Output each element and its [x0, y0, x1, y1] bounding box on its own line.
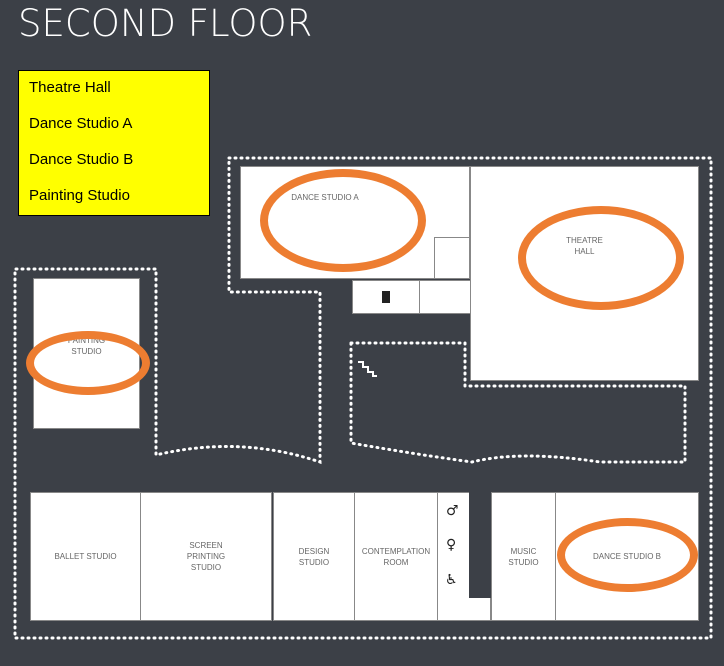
room-contemplation-room[interactable]: CONTEMPLATION ROOM [354, 492, 438, 621]
legend-item: Theatre Hall [29, 79, 111, 96]
highlight-dance-studio-a [260, 169, 426, 272]
highlight-dance-studio-b [557, 518, 698, 592]
legend-item: Painting Studio [29, 187, 130, 204]
highlight-painting-studio [26, 331, 150, 395]
room-screen-printing-studio[interactable]: SCREEN PRINTING STUDIO [140, 492, 272, 621]
accessible-icon: ♿ [445, 572, 458, 588]
room-ballet-studio[interactable]: BALLET STUDIO [30, 492, 141, 621]
outer-boundary [13, 156, 713, 640]
room-label: BALLET STUDIO [54, 552, 117, 561]
female-restroom-icon: ♀ [446, 537, 457, 553]
room-closet [434, 237, 470, 279]
legend-item: Dance Studio B [29, 151, 134, 168]
room-design-studio[interactable]: DESIGN STUDIO [273, 492, 355, 621]
page-title: SECOND FLOOR [18, 2, 313, 45]
room-label: SCREEN PRINTING STUDIO [186, 541, 226, 572]
room-label: CONTEMPLATION ROOM [361, 546, 431, 567]
highlight-theatre-hall [518, 206, 684, 310]
stairs-icon [358, 361, 377, 377]
legend-item: Dance Studio A [29, 115, 133, 132]
elevator-icon [382, 291, 390, 303]
room-music-studio[interactable]: MUSIC STUDIO [491, 492, 556, 621]
legend: Theatre Hall Dance Studio A Dance Studio… [18, 70, 210, 216]
room-corridor [419, 280, 471, 314]
shaft [469, 492, 491, 598]
elevator-room [352, 280, 420, 314]
room-label: DESIGN STUDIO [298, 546, 330, 567]
male-restroom-icon: ♂ [446, 503, 459, 519]
room-label: MUSIC STUDIO [508, 546, 539, 567]
